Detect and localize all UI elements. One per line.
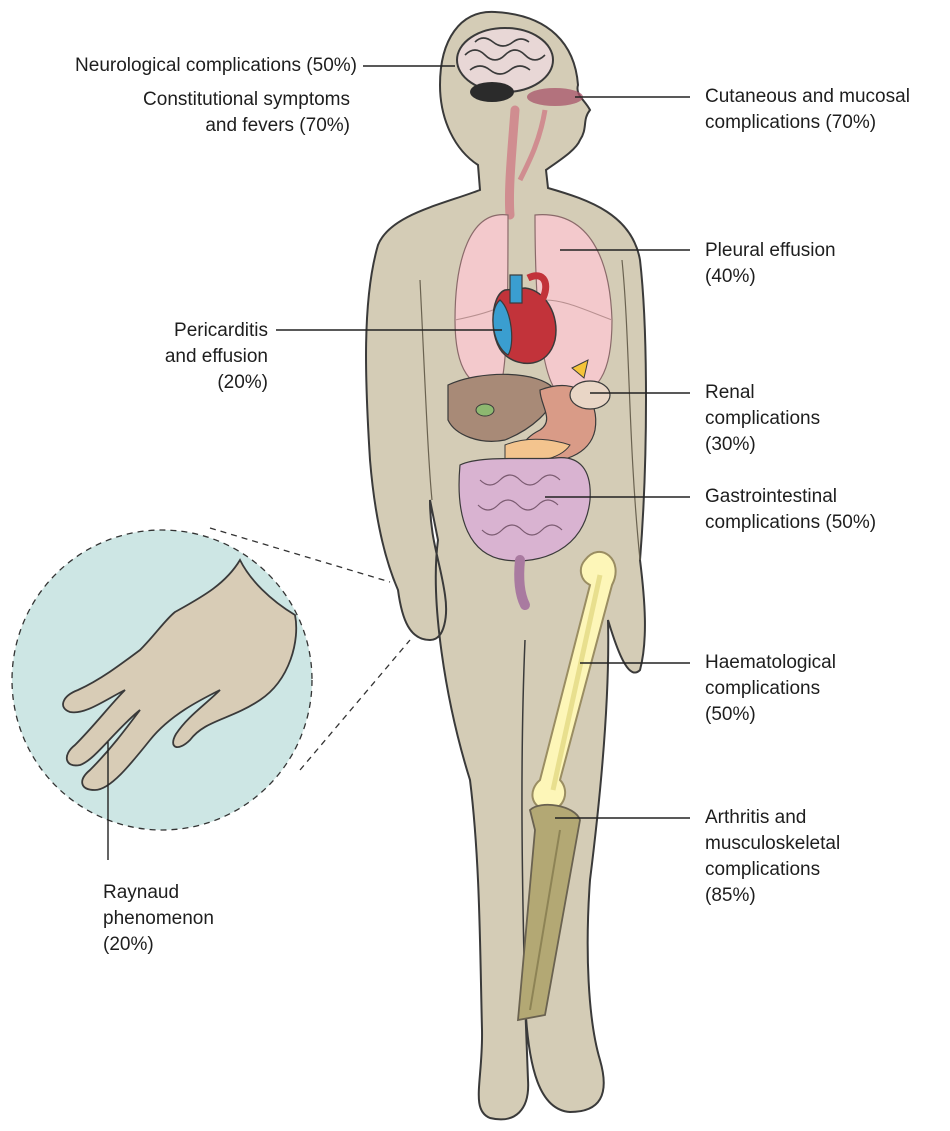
label-pericarditis: Pericarditis and effusion (20%) bbox=[165, 318, 268, 396]
label-pleural: Pleural effusion (40%) bbox=[705, 238, 836, 290]
label-constitutional: Constitutional symptoms and fevers (70%) bbox=[143, 87, 350, 139]
label-renal: Renal complications (30%) bbox=[705, 380, 820, 458]
gallbladder-icon bbox=[476, 404, 494, 416]
label-cutaneous: Cutaneous and mucosal complications (70%… bbox=[705, 84, 910, 136]
mucosa-highlight bbox=[527, 88, 583, 106]
label-neurological: Neurological complications (50%) bbox=[75, 53, 357, 79]
label-gastrointestinal: Gastrointestinal complications (50%) bbox=[705, 484, 876, 536]
inset-connector-bottom bbox=[300, 640, 410, 770]
label-raynaud: Raynaud phenomenon (20%) bbox=[103, 880, 214, 958]
kidney-icon bbox=[570, 381, 610, 409]
label-arthritis: Arthritis and musculoskeletal complicati… bbox=[705, 805, 840, 909]
raynaud-inset bbox=[12, 528, 410, 830]
label-haematological: Haematological complications (50%) bbox=[705, 650, 836, 728]
